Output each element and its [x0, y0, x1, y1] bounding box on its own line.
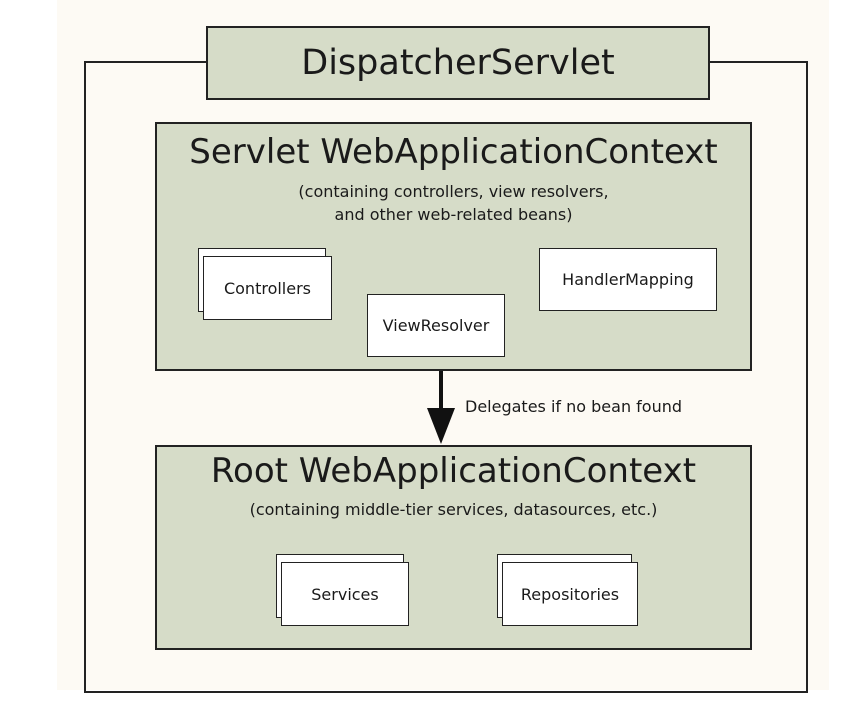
servlet-context-title: Servlet WebApplicationContext	[189, 132, 718, 172]
servlet-context-subtitle: (containing controllers, view resolvers,…	[157, 180, 750, 226]
root-context-subtitle: (containing middle-tier services, dataso…	[249, 500, 658, 519]
delegation-label: Delegates if no bean found	[465, 397, 683, 416]
view-resolver-bean-label: ViewResolver	[382, 316, 490, 335]
view-resolver-bean: ViewResolver	[367, 294, 505, 357]
dispatcher-servlet-title-box: DispatcherServlet	[206, 26, 710, 100]
repositories-bean-label: Repositories	[520, 584, 620, 604]
servlet-context-subtitle-line1: (containing controllers, view resolvers,	[298, 182, 609, 201]
services-bean-label: Services	[311, 584, 379, 604]
root-context-title: Root WebApplicationContext	[210, 451, 697, 491]
servlet-context-subtitle-line2: and other web-related beans)	[334, 205, 573, 224]
services-bean: Services	[281, 562, 409, 626]
repositories-bean: Repositories	[502, 562, 638, 626]
handler-mapping-bean: HandlerMapping	[539, 248, 717, 311]
controllers-bean-label: Controllers	[223, 278, 312, 298]
root-web-application-context: Root WebApplicationContext (containing m…	[155, 445, 752, 650]
controllers-bean: Controllers	[203, 256, 332, 320]
handler-mapping-bean-label: HandlerMapping	[562, 270, 694, 289]
dispatcher-servlet-title: DispatcherServlet	[301, 43, 615, 83]
